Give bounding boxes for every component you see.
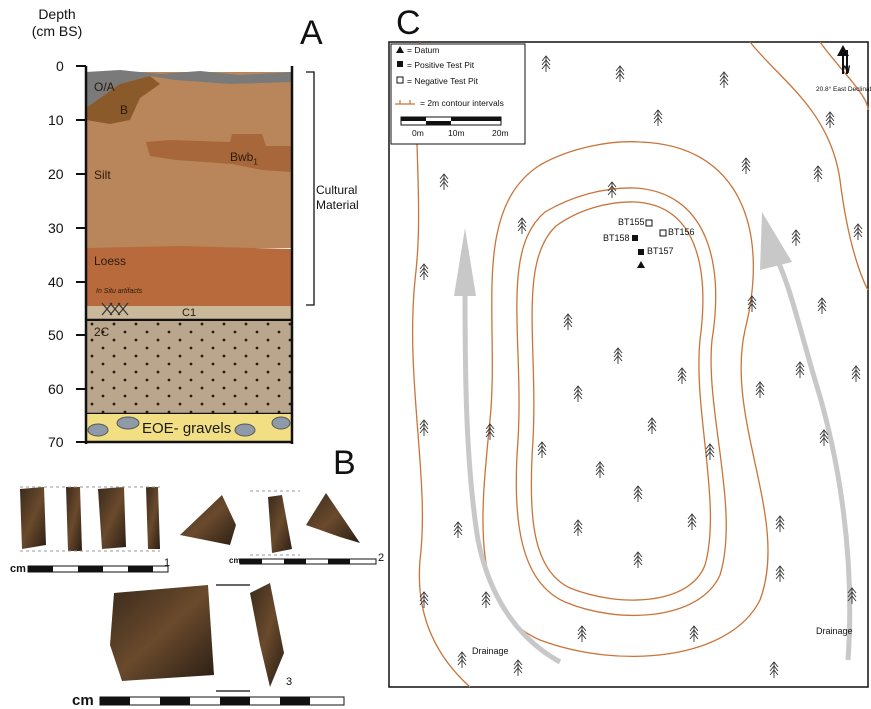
drainage-label-left: Drainage: [472, 646, 509, 656]
bt158-marker: [632, 235, 638, 241]
scale-label-10m: 10m: [448, 128, 465, 138]
test-pit-bt156: BT156: [668, 227, 695, 237]
legend-datum: = Datum: [407, 45, 439, 55]
bt156-marker: [660, 230, 666, 236]
legend-scale-bar: [401, 117, 501, 125]
north-symbol: N: [842, 64, 850, 76]
declination-label: 20.8° East Declination: [816, 86, 871, 93]
test-pit-bt155: BT155: [618, 217, 645, 227]
test-pit-bt157: BT157: [647, 246, 674, 256]
bt157-marker: [638, 249, 644, 255]
test-pit-bt158: BT158: [603, 233, 630, 243]
bt155-marker: [646, 220, 652, 226]
legend-negative-icon: [397, 77, 403, 83]
drainage-label-right: Drainage: [816, 626, 853, 636]
scale-label-20m: 20m: [492, 128, 509, 138]
scale-label-0m: 0m: [412, 128, 424, 138]
legend-positive: = Positive Test Pit: [407, 60, 474, 70]
legend-positive-icon: [397, 61, 403, 67]
legend-negative: = Negative Test Pit: [407, 76, 478, 86]
legend-contour: = 2m contour intervals: [420, 98, 504, 108]
